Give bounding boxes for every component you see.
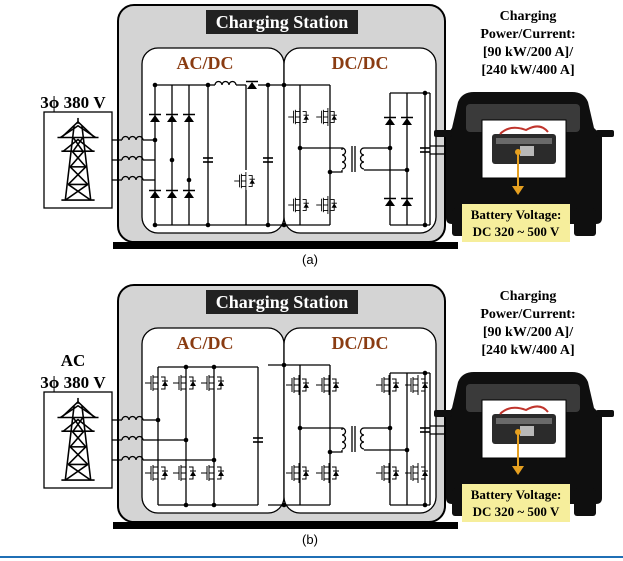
grid-voltage-label: 3ϕ 380 V [40, 373, 106, 392]
inductor [214, 80, 237, 86]
battery-cable [499, 405, 549, 415]
junction-dot [205, 222, 211, 228]
car-mirror-right [596, 130, 614, 137]
car-mirror-left [434, 410, 452, 417]
junction-dot [152, 222, 158, 228]
junction-dot [186, 177, 192, 183]
junction-dot [211, 502, 217, 508]
bottom-rule [0, 556, 623, 558]
junction-dot [281, 502, 287, 508]
battery-label-tag [520, 426, 534, 436]
junction-dot [387, 145, 393, 151]
figure-caption: (b) [302, 532, 318, 547]
dcdc-module-box [283, 47, 437, 234]
station-title: Charging Station [216, 12, 349, 32]
charging-power-label: Charging [500, 9, 557, 24]
charging-power-label: [240 kW/400 A] [481, 343, 574, 358]
car-wheel [574, 488, 596, 516]
station-base [113, 522, 458, 529]
inductor [121, 155, 144, 161]
battery-voltage-label: DC 320 ~ 500 V [473, 224, 560, 239]
acdc-module-label: AC/DC [177, 53, 234, 73]
junction-dot [422, 502, 428, 508]
junction-dot [404, 167, 410, 173]
arrow-origin [515, 149, 521, 155]
inductor [121, 135, 144, 141]
station-title-plate [206, 10, 358, 34]
car-mirror-right [596, 410, 614, 417]
battery-voltage-box [462, 484, 570, 522]
junction-dot [152, 82, 158, 88]
dcdc-module-box [283, 327, 437, 514]
dcdc-module-label: DC/DC [332, 53, 389, 73]
charging-power-label: [240 kW/400 A] [481, 63, 574, 78]
battery-top [496, 138, 552, 144]
junction-dot [281, 222, 287, 228]
acdc-module-box [141, 327, 285, 514]
junction-dot [281, 82, 287, 88]
arrow-head [512, 186, 524, 195]
battery-voltage-label: Battery Voltage: [471, 207, 562, 222]
inductor [121, 455, 144, 461]
battery-pack-icon [492, 405, 556, 444]
charging-power-label: Power/Current: [480, 27, 575, 42]
junction-dot [205, 82, 211, 88]
transformer-winding [341, 427, 347, 450]
acdc-module-label: AC/DC [177, 333, 234, 353]
charging-power-label: Power/Current: [480, 307, 575, 322]
inductor [121, 415, 144, 421]
junction-dot [387, 425, 393, 431]
arrow-origin [515, 429, 521, 435]
junction-dot [183, 502, 189, 508]
transformer-winding [341, 147, 347, 170]
station-title: Charging Station [216, 292, 349, 312]
grid-voltage-label: AC [61, 351, 86, 370]
dcdc-module-label: DC/DC [332, 333, 389, 353]
wire [330, 450, 343, 453]
battery-voltage-label: Battery Voltage: [471, 487, 562, 502]
battery-cable [499, 125, 549, 135]
car-wheel [574, 208, 596, 236]
junction-dot [422, 90, 428, 96]
car-mirror-left [434, 130, 452, 137]
transformer-winding [359, 147, 365, 170]
inductor [121, 435, 144, 441]
junction-dot [152, 137, 158, 143]
figure-caption: (a) [302, 252, 318, 267]
junction-dot [422, 370, 428, 376]
junction-dot [281, 362, 287, 368]
inductor [121, 175, 144, 181]
charging-power-label: Charging [500, 289, 557, 304]
battery-pack-icon [492, 125, 556, 164]
charging-power-label: [90 kW/200 A]/ [483, 325, 574, 340]
transformer-winding [359, 427, 365, 450]
junction-dot [422, 222, 428, 228]
battery-voltage-label: DC 320 ~ 500 V [473, 504, 560, 519]
battery-top [496, 418, 552, 424]
battery-label-tag [520, 146, 534, 156]
wire [330, 170, 343, 173]
arrow-head [512, 466, 524, 475]
grid-voltage-label: 3ϕ 380 V [40, 93, 106, 112]
junction-dot [404, 447, 410, 453]
junction-dot [169, 157, 175, 163]
charging-power-label: [90 kW/200 A]/ [483, 45, 574, 60]
acdc-module-box [141, 47, 285, 234]
station-title-plate [206, 290, 358, 314]
junction-dot [183, 364, 189, 370]
junction-dot [211, 364, 217, 370]
station-base [113, 242, 458, 249]
battery-voltage-box [462, 204, 570, 242]
